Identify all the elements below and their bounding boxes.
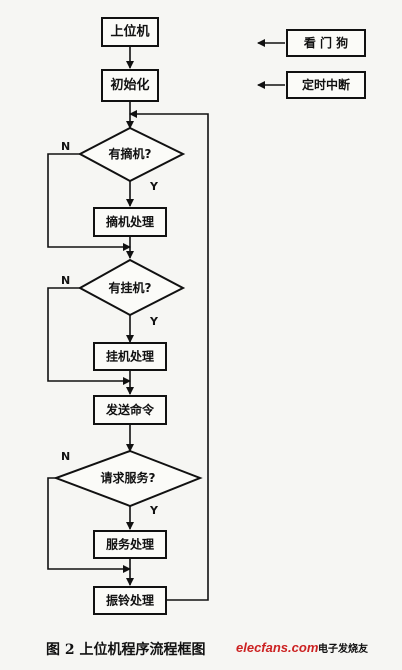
service-question-label: 请求服务?	[101, 470, 156, 485]
host-box	[101, 17, 159, 47]
connector-lines	[47, 39, 285, 601]
watermark-site-cn: 电子发烧友	[318, 642, 368, 655]
onhook-decision	[77, 258, 186, 317]
service-decision	[53, 449, 203, 508]
watermark: elecfans.com 电子发烧友	[236, 640, 368, 655]
onhook-proc-label: 挂机处理	[106, 349, 154, 364]
watchdog-box	[286, 29, 366, 57]
decision-diamonds	[53, 126, 203, 508]
onhook-proc-box	[93, 342, 167, 371]
service-proc-label: 服务处理	[106, 537, 154, 552]
ring-proc-label: 振铃处理	[106, 593, 154, 608]
onhook-question-label: 有挂机?	[109, 280, 152, 295]
timer-int-label: 定时中断	[302, 77, 350, 92]
offhook-yes-label: Y	[149, 180, 159, 193]
figure-caption: 图 2 上位机程序流程框图	[46, 641, 206, 658]
ring-proc-box	[93, 586, 167, 615]
process-boxes	[93, 17, 366, 615]
timer-int-box	[286, 71, 366, 99]
service-no-label: N	[61, 450, 70, 463]
host-label: 上位机	[110, 24, 149, 40]
init-box	[101, 69, 159, 102]
watermark-site: elecfans.com	[236, 640, 319, 655]
service-proc-box	[93, 530, 167, 559]
service-yes-label: Y	[149, 504, 159, 517]
offhook-proc-label: 摘机处理	[106, 214, 154, 229]
onhook-no-label: N	[61, 274, 70, 287]
watchdog-label: 看 门 狗	[304, 35, 348, 50]
offhook-no-label: N	[61, 140, 70, 153]
init-label: 初始化	[110, 77, 149, 93]
offhook-question-label: 有摘机?	[109, 146, 152, 161]
onhook-yes-label: Y	[149, 315, 159, 328]
send-cmd-box	[93, 395, 167, 425]
offhook-decision	[77, 126, 186, 183]
send-cmd-label: 发送命令	[105, 402, 155, 417]
offhook-proc-box	[93, 207, 167, 237]
